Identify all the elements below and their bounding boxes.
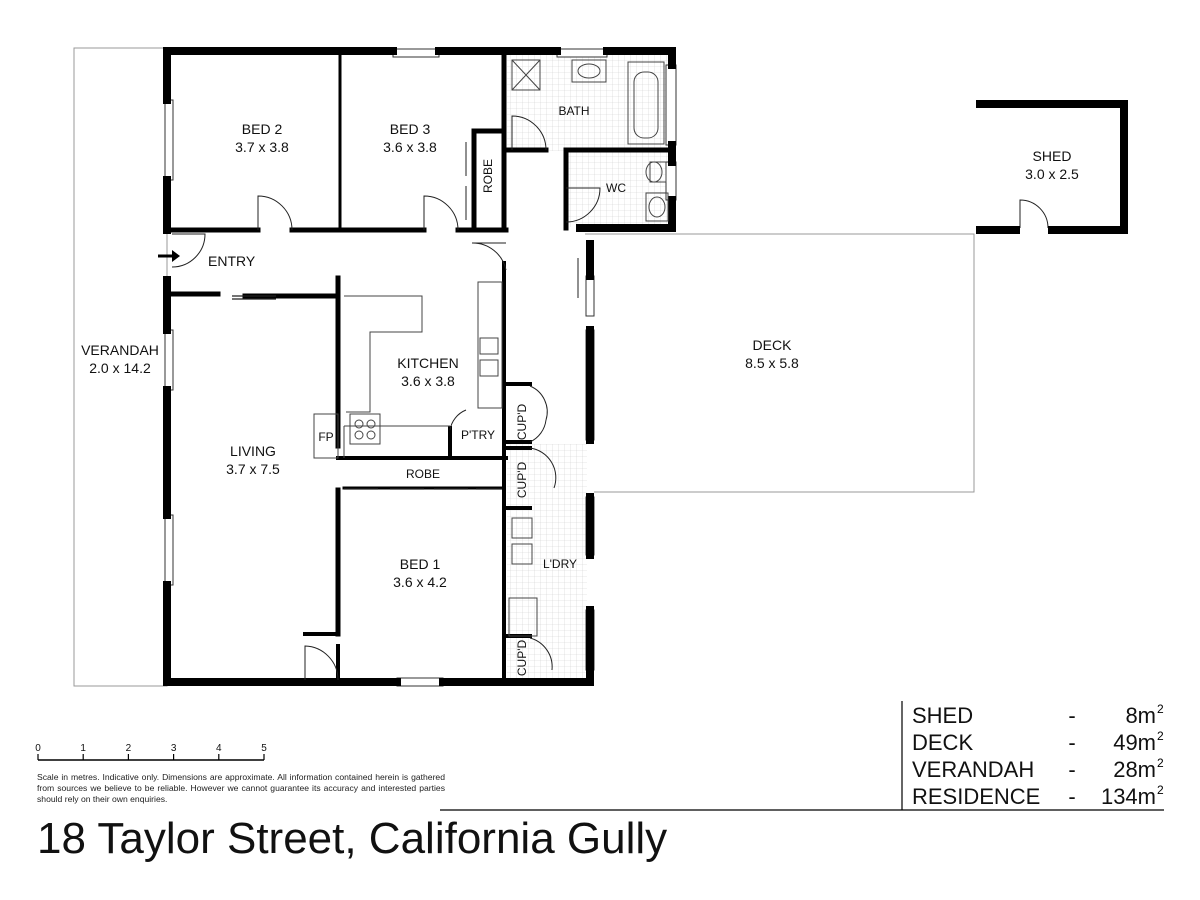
disclaimer-text: Scale in metres. Indicative only. Dimens…	[37, 772, 445, 804]
room-label-living: LIVING	[230, 443, 276, 459]
deck-area	[585, 233, 975, 493]
room-size-bed2: 3.7 x 3.8	[235, 139, 289, 155]
room-label-laundry: L'DRY	[543, 557, 577, 571]
room-size-living: 3.7 x 7.5	[226, 461, 280, 477]
room-size-shed: 3.0 x 2.5	[1025, 166, 1079, 182]
room-label-entry: ENTRY	[208, 253, 256, 269]
scale-tick-label: 0	[35, 743, 41, 754]
room-label-pantry: P'TRY	[461, 428, 495, 442]
scale-tick-label: 1	[80, 743, 86, 754]
area-value: 134m	[1101, 784, 1156, 809]
area-value: 8m	[1125, 703, 1156, 728]
room-label-cupd-2: CUP'D	[515, 462, 529, 499]
room-size-bed1: 3.6 x 4.2	[393, 574, 447, 590]
sliding-doors	[232, 295, 502, 490]
area-name: DECK	[912, 730, 973, 755]
room-size-deck: 8.5 x 5.8	[745, 355, 799, 371]
area-unit-superscript: 2	[1157, 756, 1164, 770]
room-label-shed: SHED	[1033, 148, 1072, 164]
scale-tick-label: 2	[126, 743, 132, 754]
fixtures	[313, 59, 669, 637]
room-label-cupd-3: CUP'D	[515, 640, 529, 677]
area-unit-superscript: 2	[1157, 729, 1164, 743]
area-name: VERANDAH	[912, 757, 1034, 782]
room-label-verandah: VERANDAH	[81, 342, 159, 358]
room-label-bed3: BED 3	[390, 121, 431, 137]
scale-tick-label: 3	[171, 743, 177, 754]
wet-area-tiles	[507, 55, 672, 680]
scale-tick-label: 5	[261, 743, 267, 754]
room-label-bed1: BED 1	[400, 556, 441, 572]
area-name: SHED	[912, 703, 973, 728]
area-value: 28m	[1113, 757, 1156, 782]
room-label-deck: DECK	[753, 337, 793, 353]
room-label-fp: FP	[318, 430, 333, 444]
area-dash: -	[1068, 703, 1075, 728]
room-label-wc: WC	[606, 181, 626, 195]
area-unit-superscript: 2	[1157, 702, 1164, 716]
walls	[163, 47, 676, 686]
room-label-bath: BATH	[558, 104, 589, 118]
area-dash: -	[1068, 784, 1075, 809]
room-label-bed2: BED 2	[242, 121, 283, 137]
area-value: 49m	[1113, 730, 1156, 755]
room-label-kitchen: KITCHEN	[397, 355, 458, 371]
room-label-cupd-1: CUP'D	[515, 404, 529, 441]
entry-arrow-icon	[158, 250, 180, 262]
doors	[171, 115, 1049, 681]
scale-bar: 0 1 2 3 4 5	[35, 743, 267, 761]
room-size-bed3: 3.6 x 3.8	[383, 139, 437, 155]
area-name: RESIDENCE	[912, 784, 1040, 809]
room-labels: BED 2 3.7 x 3.8 BED 3 3.6 x 3.8 ROBE BAT…	[81, 104, 1079, 676]
room-label-robe-lower: ROBE	[406, 467, 440, 481]
scale-tick-label: 4	[216, 743, 222, 754]
area-unit-superscript: 2	[1157, 783, 1164, 797]
room-size-kitchen: 3.6 x 3.8	[401, 373, 455, 389]
room-label-robe-upper: ROBE	[481, 159, 495, 193]
property-address: 18 Taylor Street, California Gully	[37, 814, 668, 863]
shed	[976, 100, 1128, 234]
area-dash: -	[1068, 730, 1075, 755]
area-dash: -	[1068, 757, 1075, 782]
room-size-verandah: 2.0 x 14.2	[89, 360, 151, 376]
